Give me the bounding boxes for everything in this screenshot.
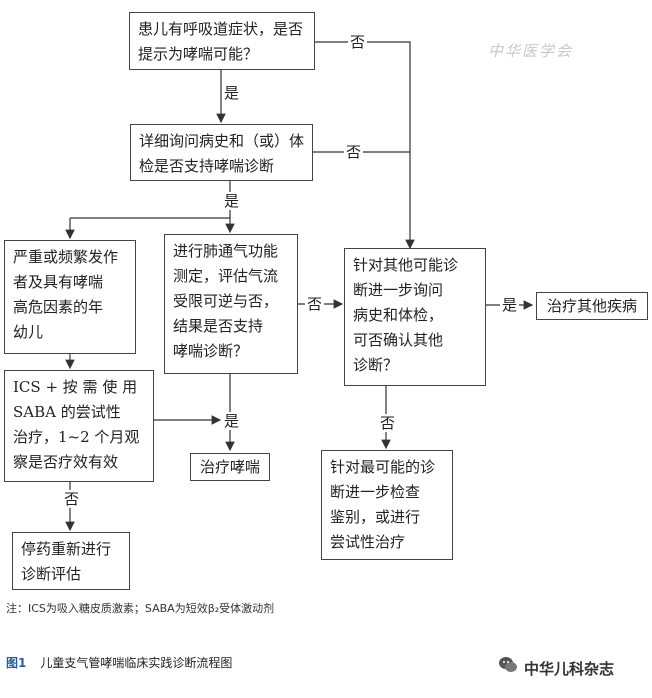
label-q1-yes: 是 [222,84,242,102]
figure-number: 图1 [6,656,27,670]
label-trial-yes: 是 [222,412,242,430]
label-q2-yes: 是 [222,192,242,210]
label-trial-no: 否 [62,490,82,508]
box-treat-asthma: 治疗哮喘 [190,453,270,481]
footnote: 注：ICS为吸入糖皮质激素；SABA为短效β₂受体激动剂 [6,602,275,615]
label-other-yes: 是 [500,296,520,314]
watermark-journal: 中华儿科杂志 [524,660,615,678]
box-lung-function-test: 进行肺通气功能 测定，评估气流 受限可逆与否， 结果是否支持 哮喘诊断？ [164,234,298,374]
edge-branch [70,217,235,234]
box-treat-other-disease: 治疗其他疾病 [536,292,648,320]
box-stop-and-reassess: 停药重新进行 诊断评估 [12,532,130,590]
box-history-exam-question: 详细询问病史和（或）体 检是否支持哮喘诊断 [130,124,313,181]
box-other-diagnosis-question: 针对其他可能诊 断进一步询问 病史和体检， 可否确认其他 诊断？ [344,248,486,386]
label-lung-no: 否 [305,295,325,313]
box-high-risk-children: 严重或频繁发作 者及具有哮喘 高危因素的年 幼儿 [4,240,136,354]
box-most-likely-diagnosis: 针对最可能的诊 断进一步检查 鉴别，或进行 尝试性治疗 [321,450,453,560]
label-other-no: 否 [378,414,398,432]
wechat-icon [499,657,517,672]
box-ics-saba-trial: ICS + 按 需 使 用 SABA 的尝试性 治疗，1~2 个月观 察是否疗效… [4,370,154,482]
edge-q1-no [314,41,415,250]
watermark-cma: 中华医学会 [488,42,574,60]
label-q1-no: 否 [348,33,368,51]
figure-title: 儿童支气管哮喘临床实践诊断流程图 [40,656,233,670]
label-q2-no: 否 [344,143,364,161]
figure-caption: 图1 儿童支气管哮喘临床实践诊断流程图 [6,654,232,671]
box-asthma-symptom-question: 患儿有呼吸道症状，是否 提示为哮喘可能？ [129,12,315,70]
